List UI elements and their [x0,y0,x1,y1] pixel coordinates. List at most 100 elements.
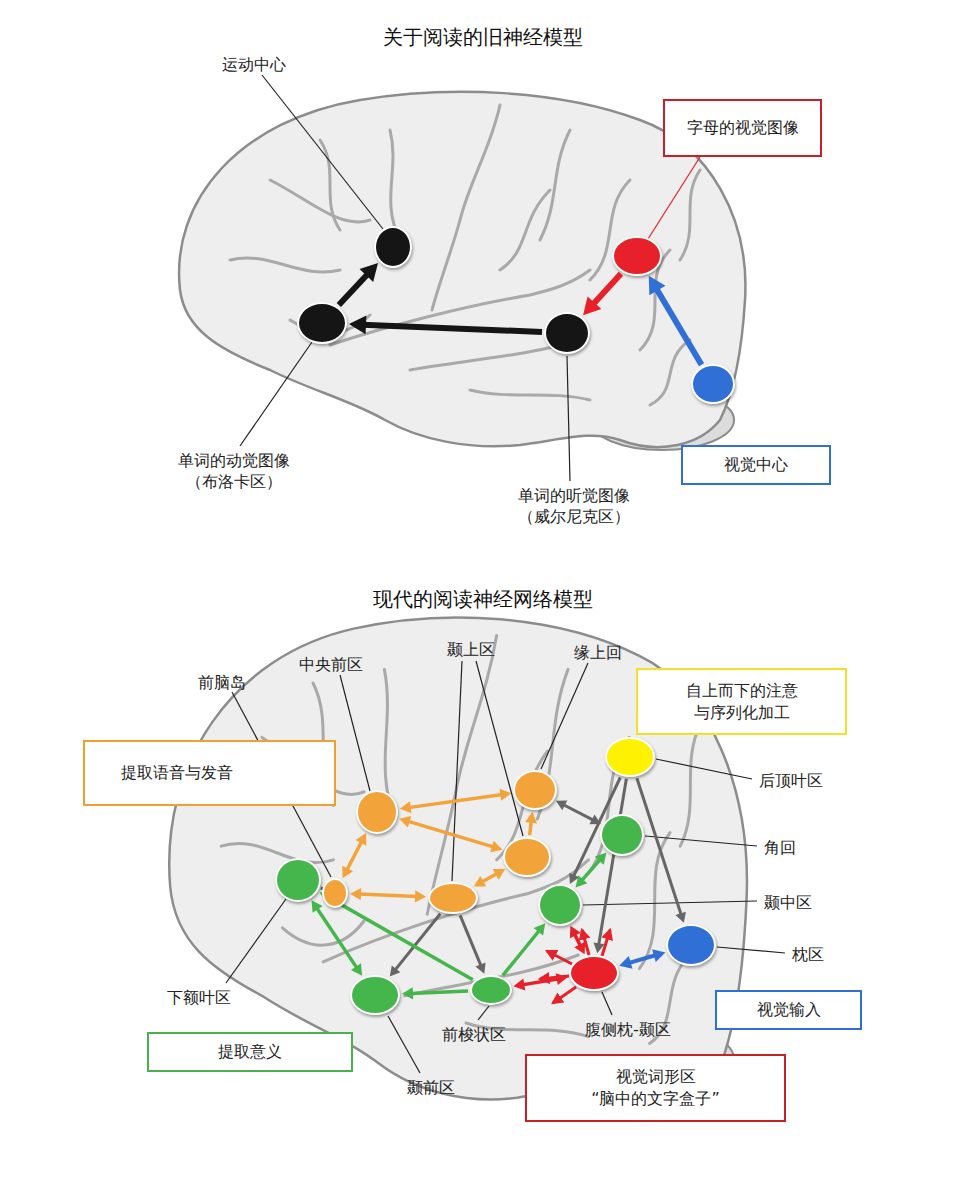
leader-line [656,759,752,779]
arrow-head [595,853,607,865]
region-circle: 后顶叶区自上而下的注意 与序列化加工 [605,737,655,777]
region-label: 角回 [764,837,796,858]
region-circle: 前脑岛 [322,878,348,908]
category-box: 自上而下的注意 与序列化加工 [636,668,847,735]
leader-line [602,992,612,1015]
category-box: 字母的视觉图像 [663,99,822,157]
arrow-head [390,965,401,976]
region-circle: 缘上回 [513,770,557,810]
connector-line [409,795,503,808]
connector-line [628,955,656,963]
diagram-title: 关于阅读的旧神经模型 [383,24,583,50]
connector-line [339,273,369,305]
connector-arrow [525,812,537,835]
region-circle: 前梭状区 [470,975,512,1005]
arrow-head [356,833,367,846]
connector-line [363,325,542,332]
region-label: 颞中区 [764,892,812,913]
leader-line [340,675,370,791]
connector-line [347,841,362,871]
region-label: 前梭状区 [442,1024,506,1045]
brain-outline [179,92,745,450]
region-circle: 颞前区 [350,975,400,1015]
box-text: 视觉中心 [724,454,788,476]
box-text: 提取语音与发音 [121,762,233,784]
box-text: 视觉词形区 “脑中的文字盒子” [581,1066,731,1110]
category-box: 视觉输入 [715,990,862,1030]
region-circle: 颞上区 [503,837,551,877]
connector-line [592,274,621,306]
leader-line [388,1016,420,1073]
region-label: 后顶叶区 [759,770,823,791]
region-label: 单词的听觉图像 （威尔尼克区） [504,485,644,527]
arrow-head [490,841,502,853]
arrow-head [556,801,567,811]
region-label: 缘上回 [574,642,622,663]
connector-arrow [576,853,607,888]
arrow-head [312,900,323,913]
arrow-head [513,979,525,991]
box-text: 提取意义 [218,1041,282,1063]
leader-line [648,157,700,239]
leader-line [226,899,286,983]
arrow-head [415,890,426,902]
leader-line [717,947,785,953]
leader-line [262,75,383,229]
region-circle: 字母的视觉图像 [612,236,662,276]
box-text: 视觉输入 [757,999,821,1021]
connector-arrow [619,949,665,968]
arrow-head [360,263,378,282]
region-label: 前脑岛 [198,672,246,693]
arrow-head [556,973,568,985]
region-circle: 枕区视觉输入 [666,924,716,966]
arrow-head [493,869,506,880]
connector-line [411,991,468,993]
connector-arrow [594,779,627,953]
arrow-head [570,926,581,939]
connector-line [563,804,594,820]
arrow-head [675,912,685,923]
arrow-head [402,987,413,999]
connector-arrow [339,263,378,305]
arrow-head [351,963,362,976]
region-circle: 运动中心 [374,226,412,268]
region-label: 中央前区 [299,654,363,675]
region-label: 运动中心 [222,54,286,75]
category-box: 提取语音与发音 [83,740,336,806]
connector-arrow [350,888,426,902]
arrow-head [525,812,537,824]
connector-arrow [556,801,601,825]
arrow-head [399,816,411,828]
connector-arrow [402,987,468,999]
connector-arrow [474,869,506,887]
leader-line [541,663,588,769]
connector-arrow [312,900,363,976]
connector-line [316,908,357,969]
arrow-head [619,956,632,969]
connector-line [460,915,481,966]
leader-line [583,901,757,905]
region-circle: 中央前区 [356,790,398,834]
connector-line [408,821,495,847]
leader-line [567,356,570,481]
connector-line [522,979,559,985]
connector-arrow [649,276,702,365]
region-circle: 角回 [600,814,644,856]
connector-line [395,914,441,971]
arrow-head [349,315,366,334]
region-circle: 腹侧枕-颞区视觉词形区 “脑中的文字盒子” [569,955,619,991]
region-label: 颞上区 [447,639,495,660]
box-text: 字母的视觉图像 [687,117,799,139]
connector-arrow [400,789,511,813]
signal-arrow [553,987,576,1003]
connector-line [581,859,600,881]
connector-line [481,873,497,882]
region-circle: 下额叶区 [275,858,321,902]
connector-arrow [583,274,621,316]
diagram-title: 现代的阅读神经网络模型 [373,586,593,612]
leader-line [452,661,462,881]
arrow-head [652,949,665,962]
arrow-head [649,276,666,295]
region-circle [428,882,478,914]
